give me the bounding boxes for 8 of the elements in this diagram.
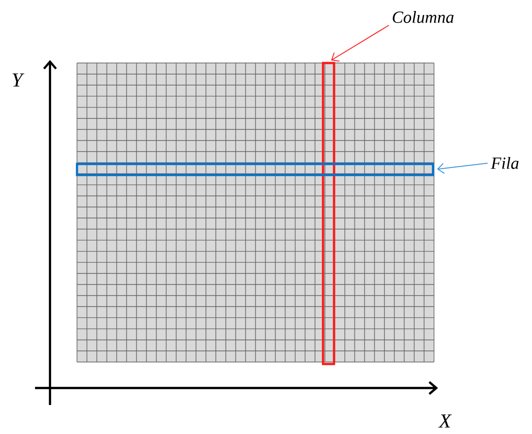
arrow (437, 162, 488, 174)
axis-label: X (438, 414, 452, 428)
highlight-box (76, 162, 434, 176)
highlight-box (322, 62, 336, 366)
axis-label: Y (12, 73, 24, 87)
callout-text: Fila (490, 157, 519, 169)
callout-text: Columna (392, 11, 454, 23)
arrow (331, 24, 390, 62)
